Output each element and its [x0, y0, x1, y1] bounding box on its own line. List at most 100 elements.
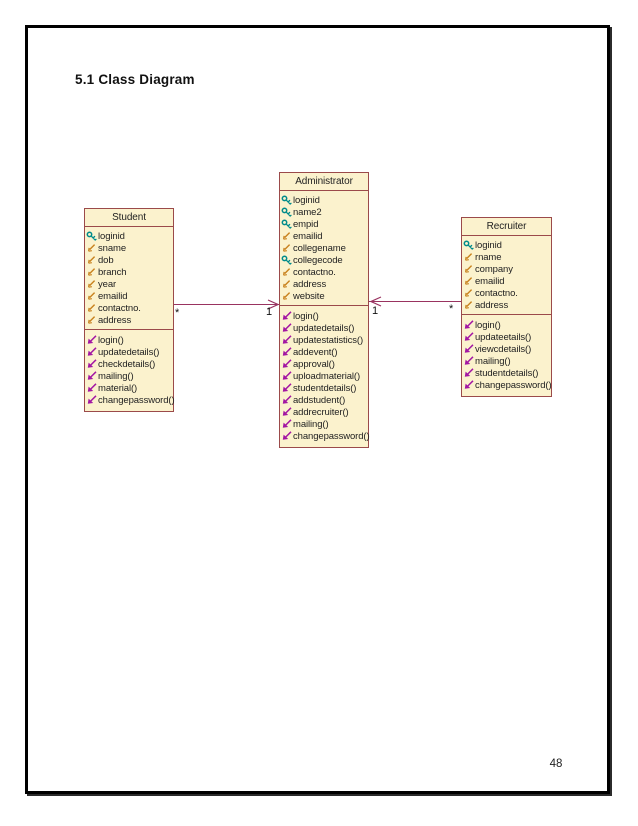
attribute-icon: [86, 267, 97, 278]
method-row: approval(): [281, 358, 367, 370]
attribute-label: website: [293, 290, 325, 302]
method-icon: [281, 395, 292, 406]
attribute-row: emailid: [281, 230, 367, 242]
attribute-row: sname: [86, 242, 172, 254]
open-arrowhead-icon: [267, 299, 279, 310]
method-label: updatedetails(): [293, 322, 355, 334]
method-label: uploadmaterial(): [293, 370, 361, 382]
method-label: addrecruiter(): [293, 406, 349, 418]
attribute-label: emailid: [98, 290, 128, 302]
open-arrowhead-icon: [370, 296, 382, 307]
association-recruiter-administrator: [369, 301, 461, 302]
method-row: changepassword(): [86, 394, 175, 406]
method-row: studentdetails(): [463, 367, 550, 379]
method-label: mailing(): [475, 355, 511, 367]
class-name: Administrator: [280, 173, 368, 191]
attribute-label: dob: [98, 254, 114, 266]
attribute-label: name2: [293, 206, 322, 218]
key-icon: [463, 239, 474, 251]
method-icon: [86, 359, 97, 370]
attribute-row: emailid: [86, 290, 172, 302]
methods-compartment: login()updateetails()viewcdetails()maili…: [462, 315, 552, 396]
method-row: mailing(): [86, 370, 172, 382]
attribute-label: company: [475, 263, 513, 275]
method-icon: [463, 332, 474, 343]
attribute-icon: [86, 315, 97, 326]
method-icon: [281, 371, 292, 382]
method-label: updatedetails(): [98, 346, 160, 358]
method-row: mailing(): [463, 355, 550, 367]
method-icon: [86, 371, 97, 382]
attribute-icon: [281, 279, 292, 290]
attribute-icon: [463, 252, 474, 263]
attribute-icon: [463, 300, 474, 311]
attribute-icon: [281, 243, 292, 254]
attribute-icon: [281, 231, 292, 242]
method-row: updateetails(): [463, 331, 550, 343]
attribute-label: emailid: [293, 230, 323, 242]
method-label: studentdetails(): [293, 382, 357, 394]
method-icon: [281, 311, 292, 322]
attribute-label: address: [293, 278, 327, 290]
method-label: login(): [98, 334, 124, 346]
method-row: mailing(): [281, 418, 367, 430]
attribute-label: address: [98, 314, 132, 326]
class-name: Student: [85, 209, 173, 227]
attribute-icon: [86, 255, 97, 266]
attribute-row: emailid: [463, 275, 550, 287]
attribute-row: name2: [281, 206, 367, 218]
method-label: updateetails(): [475, 331, 532, 343]
key-icon: [281, 218, 292, 230]
attribute-label: rname: [475, 251, 502, 263]
multiplicity-label: 1: [266, 306, 273, 318]
method-icon: [463, 320, 474, 331]
method-row: login(): [281, 310, 367, 322]
attribute-icon: [86, 279, 97, 290]
method-row: checkdetails(): [86, 358, 172, 370]
key-icon: [86, 230, 97, 242]
attribute-icon: [281, 291, 292, 302]
method-label: addevent(): [293, 346, 338, 358]
method-icon: [281, 359, 292, 370]
attribute-label: year: [98, 278, 117, 290]
methods-compartment: login()updatedetails()updatestatistics()…: [280, 306, 370, 447]
attribute-label: emailid: [475, 275, 505, 287]
attribute-row: year: [86, 278, 172, 290]
method-row: changepassword(): [281, 430, 370, 442]
methods-compartment: login()updatedetails()checkdetails()mail…: [85, 330, 175, 411]
method-icon: [86, 395, 97, 406]
method-icon: [463, 344, 474, 355]
method-label: changepassword(): [475, 379, 552, 391]
attribute-label: empid: [293, 218, 319, 230]
class-name: Recruiter: [462, 218, 551, 236]
method-label: mailing(): [293, 418, 329, 430]
method-label: viewcdetails(): [475, 343, 532, 355]
attribute-row: loginid: [281, 194, 367, 206]
attribute-row: branch: [86, 266, 172, 278]
method-label: changepassword(): [293, 430, 370, 442]
method-row: updatedetails(): [86, 346, 172, 358]
method-icon: [86, 383, 97, 394]
method-icon: [463, 380, 474, 391]
attribute-icon: [463, 276, 474, 287]
attribute-label: collegename: [293, 242, 346, 254]
attribute-row: website: [281, 290, 367, 302]
attribute-icon: [86, 291, 97, 302]
method-row: addevent(): [281, 346, 367, 358]
method-row: changepassword(): [463, 379, 552, 391]
method-icon: [281, 335, 292, 346]
method-label: changepassword(): [98, 394, 175, 406]
method-row: addstudent(): [281, 394, 367, 406]
method-label: mailing(): [98, 370, 134, 382]
method-icon: [463, 368, 474, 379]
attribute-label: collegecode: [293, 254, 343, 266]
attribute-row: address: [463, 299, 550, 311]
method-icon: [281, 323, 292, 334]
method-label: login(): [293, 310, 319, 322]
attribute-label: loginid: [475, 239, 502, 251]
attribute-label: contactno.: [475, 287, 518, 299]
attribute-row: loginid: [86, 230, 172, 242]
